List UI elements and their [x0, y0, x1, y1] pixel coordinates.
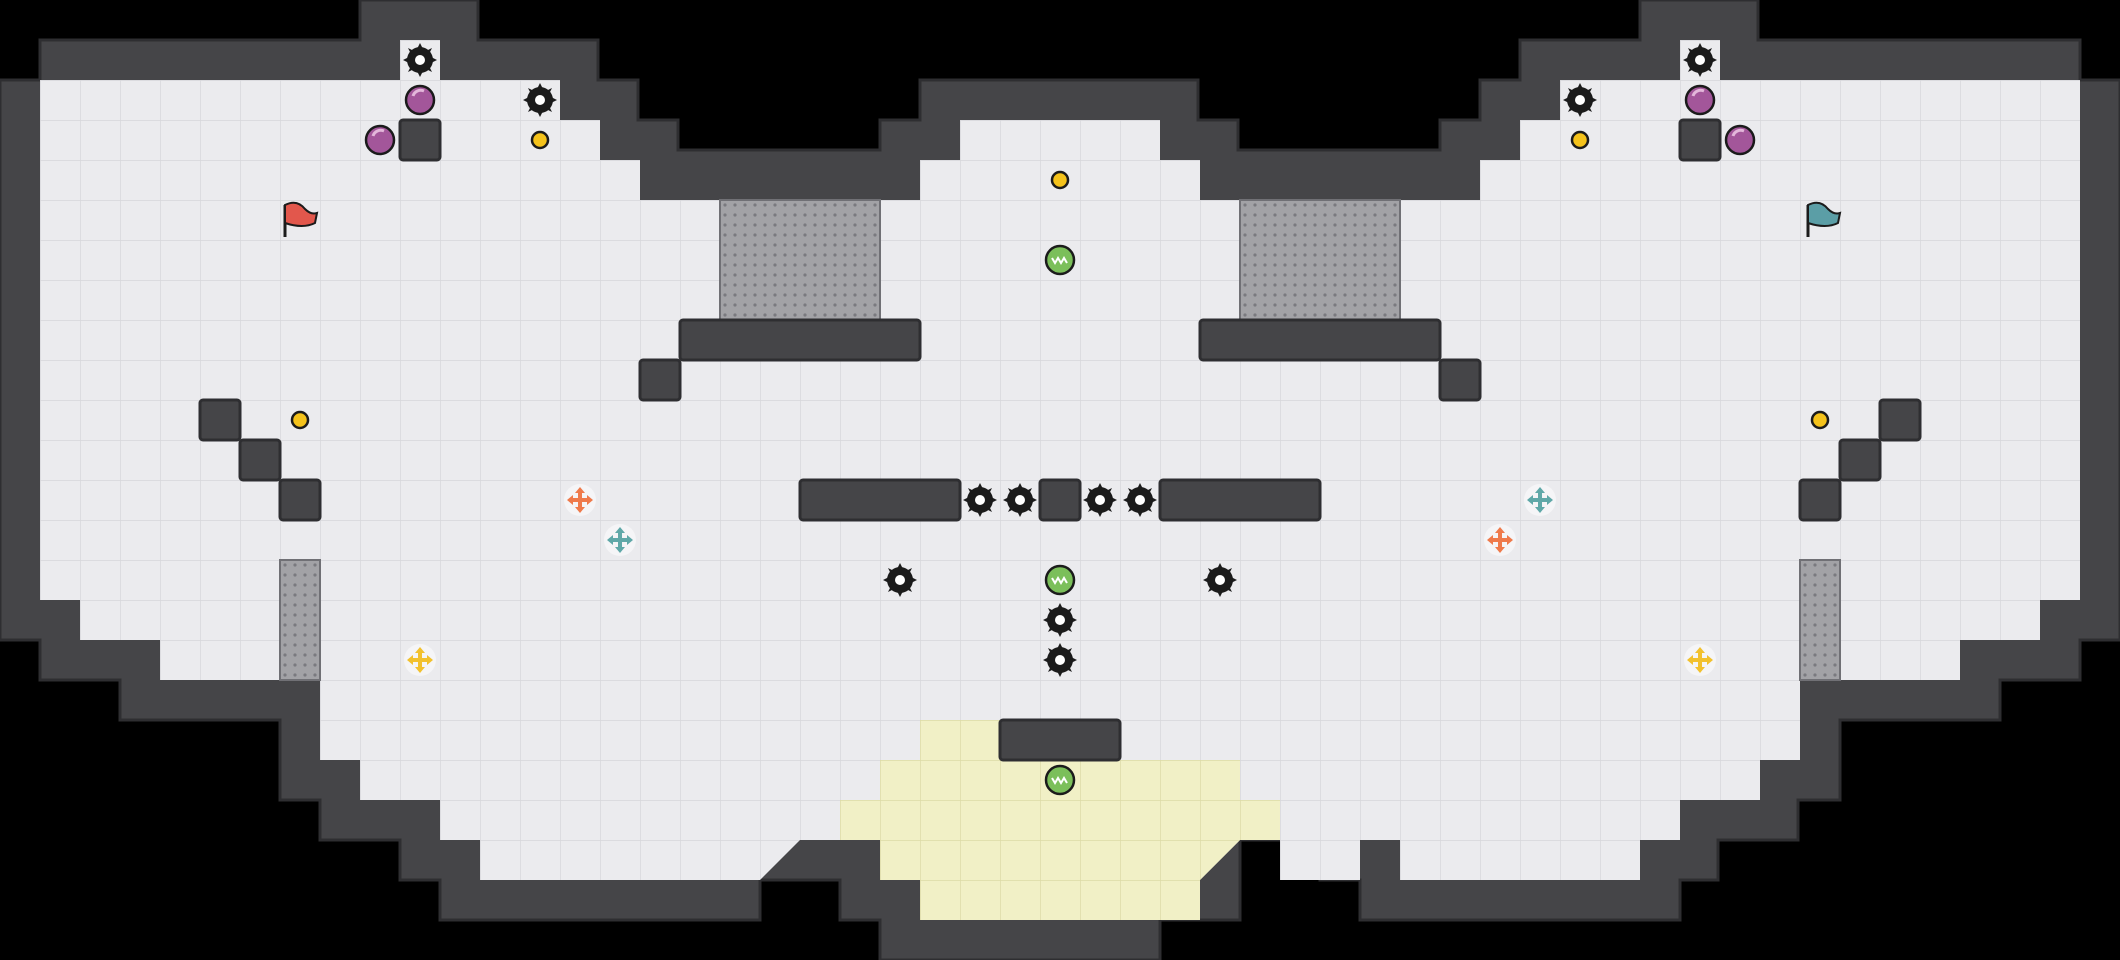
- orange-boost-icon[interactable]: [1484, 524, 1516, 556]
- spike-icon: [963, 483, 997, 517]
- spike-icon: [1043, 643, 1077, 677]
- spawn-orb-icon[interactable]: [1044, 764, 1076, 796]
- teal-boost-icon[interactable]: [1524, 484, 1556, 516]
- grates: [279, 199, 1841, 681]
- spike-icon: [1003, 483, 1037, 517]
- coin-icon[interactable]: [530, 130, 550, 150]
- spike-icon: [883, 563, 917, 597]
- coin-icon[interactable]: [1050, 170, 1070, 190]
- spike-icon: [1083, 483, 1117, 517]
- spike-icon: [1563, 83, 1597, 117]
- spawn-orb-icon[interactable]: [1044, 244, 1076, 276]
- coin-icon[interactable]: [1570, 130, 1590, 150]
- red-flag-icon[interactable]: [283, 201, 319, 237]
- inner-walls: [198, 118, 1922, 762]
- blue-flag-icon[interactable]: [1806, 201, 1842, 237]
- bonus-orb-icon[interactable]: [1724, 124, 1756, 156]
- teal-boost-icon[interactable]: [604, 524, 636, 556]
- spike-icon: [1683, 43, 1717, 77]
- spike-icon: [1123, 483, 1157, 517]
- spawn-orb-icon[interactable]: [1044, 564, 1076, 596]
- orange-boost-icon[interactable]: [564, 484, 596, 516]
- spike-icon: [523, 83, 557, 117]
- bonus-orb-icon[interactable]: [404, 84, 436, 116]
- spike-icon: [1203, 563, 1237, 597]
- spike-icon: [1043, 603, 1077, 637]
- yellow-boost-icon[interactable]: [1684, 644, 1716, 676]
- yellow-boost-icon[interactable]: [404, 644, 436, 676]
- bonus-orb-icon[interactable]: [364, 124, 396, 156]
- coin-icon[interactable]: [290, 410, 310, 430]
- coin-icon[interactable]: [1810, 410, 1830, 430]
- spike-icon: [403, 43, 437, 77]
- bonus-orb-icon[interactable]: [1684, 84, 1716, 116]
- capture-zone: [840, 720, 1280, 920]
